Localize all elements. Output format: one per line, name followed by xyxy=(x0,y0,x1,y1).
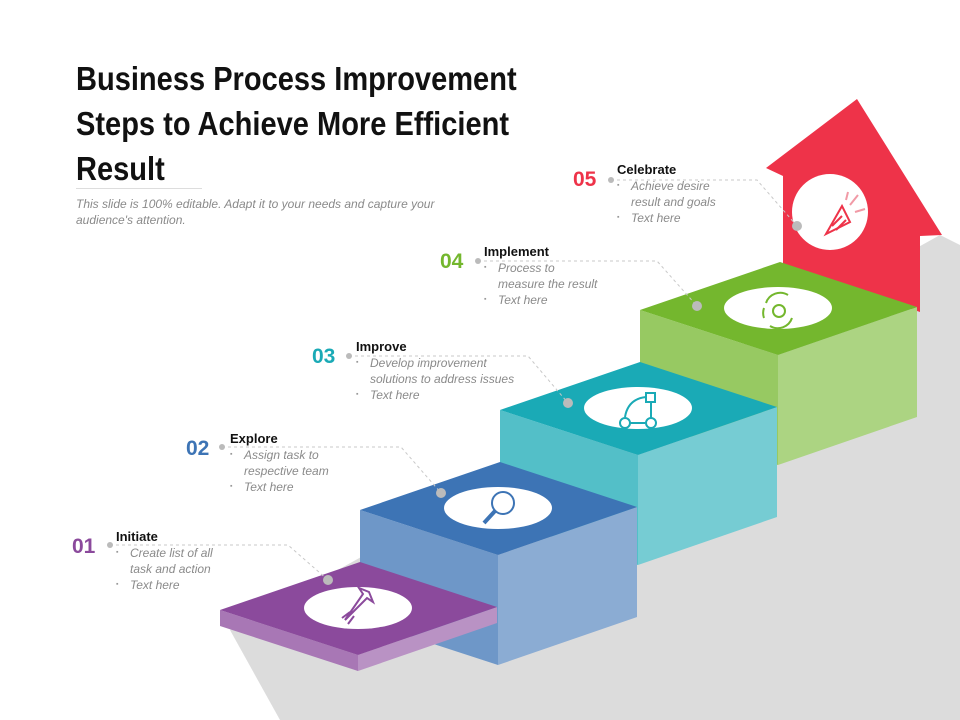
step-bullets: Develop improvement solutions to address … xyxy=(356,355,514,403)
title-divider xyxy=(76,188,202,189)
anchor-dot xyxy=(563,398,573,408)
step-front-face xyxy=(220,610,358,671)
subtitle: This slide is 100% editable. Adapt it to… xyxy=(76,197,435,227)
step-side-face xyxy=(358,607,497,671)
bullet-item: Text here xyxy=(230,479,329,495)
anchor-dot xyxy=(692,301,702,311)
icon-ellipse xyxy=(444,487,552,529)
bullet-text: measure the result xyxy=(498,277,598,291)
bullet-item: Text here xyxy=(116,577,213,593)
icon-circle-5 xyxy=(792,174,868,250)
leader-dot xyxy=(608,177,614,183)
bullet-text: Develop improvement xyxy=(370,356,487,370)
step-bullets: Process to measure the resultText here xyxy=(484,260,597,308)
bullet-item: Process to measure the result xyxy=(484,260,597,292)
step-bullets: Assign task to respective teamText here xyxy=(230,447,329,495)
bullet-item: Text here xyxy=(617,210,716,226)
step-side-face xyxy=(638,407,777,565)
step-side-face xyxy=(498,507,637,665)
leader-dot xyxy=(107,542,113,548)
bullet-text: respective team xyxy=(244,464,329,478)
step-bullets: Achieve desire result and goalsText here xyxy=(617,178,716,226)
cycle-gear-icon xyxy=(762,291,793,330)
bullet-text: Text here xyxy=(498,293,548,307)
step-number: 03 xyxy=(312,345,336,368)
bullet-text: task and action xyxy=(130,562,211,576)
bullet-text: Assign task to xyxy=(244,448,319,462)
bullet-item: Text here xyxy=(356,387,514,403)
bullet-text: Text here xyxy=(130,578,180,592)
leader-dot xyxy=(219,444,225,450)
step-side-face xyxy=(778,307,917,465)
bullet-text: Text here xyxy=(370,388,420,402)
step-1 xyxy=(220,562,497,671)
step-number: 04 xyxy=(440,250,464,273)
step-number: 02 xyxy=(186,437,210,460)
icon-ellipse xyxy=(584,387,692,429)
workflow-icon xyxy=(619,392,657,429)
step-number: 05 xyxy=(573,168,597,191)
leader-dot xyxy=(475,258,481,264)
anchor-dot xyxy=(436,488,446,498)
icon-ellipse xyxy=(724,287,832,329)
bullet-text: result and goals xyxy=(631,195,716,209)
bullet-text: Process to xyxy=(498,261,555,275)
step-bullets: Create list of all task and actionText he… xyxy=(116,545,213,593)
rocket-icon xyxy=(341,585,376,625)
leader-dot xyxy=(346,353,352,359)
bullet-text: Create list of all xyxy=(130,546,213,560)
step-title: Implement xyxy=(484,244,550,259)
page-title: Business Process Improvement Steps to Ac… xyxy=(76,60,517,187)
bullet-text: Achieve desire xyxy=(631,179,710,193)
step-title: Initiate xyxy=(116,529,158,544)
anchor-dot xyxy=(792,221,802,231)
magnifier-eye-icon xyxy=(482,491,515,525)
bullet-item: Create list of all task and action xyxy=(116,545,213,577)
step-title: Improve xyxy=(356,339,407,354)
bullet-item: Text here xyxy=(484,292,597,308)
bullet-text: Text here xyxy=(631,211,681,225)
step-number: 01 xyxy=(72,535,96,558)
bullet-text: solutions to address issues xyxy=(370,372,515,386)
party-popper-icon xyxy=(823,191,866,237)
bullet-item: Achieve desire result and goals xyxy=(617,178,716,210)
step-title: Explore xyxy=(230,431,278,446)
bullet-item: Assign task to respective team xyxy=(230,447,329,479)
anchor-dot xyxy=(323,575,333,585)
bullet-item: Develop improvement solutions to address … xyxy=(356,355,514,387)
step-title: Celebrate xyxy=(617,162,677,177)
bullet-text: Text here xyxy=(244,480,294,494)
